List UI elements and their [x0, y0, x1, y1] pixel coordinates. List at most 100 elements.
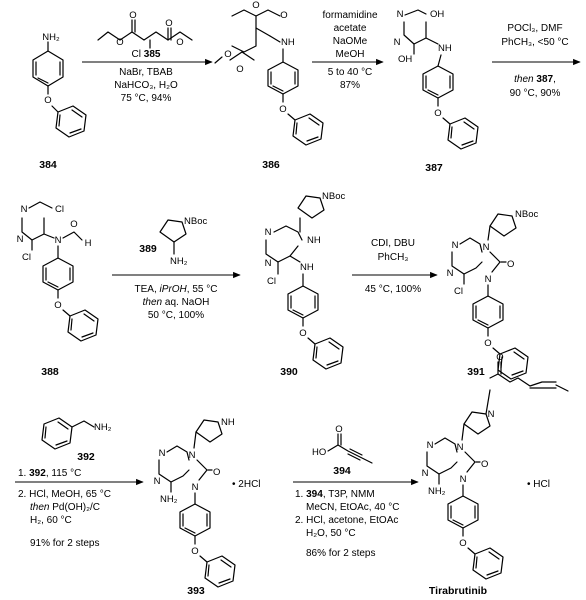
ring-n-label: N	[460, 474, 467, 485]
amine-label: NH₂	[160, 494, 178, 505]
step1-condition: 75 °C, 94%	[121, 93, 172, 104]
ring-n-label: N	[483, 242, 490, 253]
step3-condition: PhCH₃, <50 °C	[501, 37, 568, 48]
hydroxyl-label: HO	[312, 447, 326, 458]
ether-oxygen-label: O	[484, 338, 491, 349]
step2-condition: 87%	[340, 80, 360, 91]
step4-condition-then: then aq. NaOH	[143, 297, 210, 308]
ring-n-label: N	[192, 482, 199, 493]
compound-384-number: 384	[39, 159, 57, 171]
nh-label: NH	[281, 37, 295, 48]
amine-label: NH₂	[42, 32, 60, 43]
compound-390-number: 390	[280, 366, 298, 378]
step2-condition: MeOH	[336, 49, 365, 60]
carbonyl-o-label: O	[213, 467, 220, 478]
amine-label: NH₂	[428, 486, 446, 497]
ether-oxygen-label: O	[54, 300, 61, 311]
carbonyl-o-label: O	[280, 10, 287, 21]
formyl-o-label: O	[70, 219, 77, 230]
ester-o-label: O	[176, 37, 183, 48]
carbonyl-o-label: O	[335, 424, 342, 435]
ring-n-label: N	[457, 442, 464, 453]
step7-condition: MeCN, EtOAc, 40 °C	[306, 502, 399, 513]
step4-condition: 50 °C, 100%	[148, 310, 204, 321]
carbonyl-o-label: O	[481, 459, 488, 470]
tirabrutinib-structure: O N N N N O N NH₂ O	[422, 352, 569, 580]
compound-393-salt: • 2HCl	[232, 479, 261, 490]
compound-393-number: 393	[187, 585, 205, 597]
amine-label: NH₂	[170, 256, 188, 267]
ring-n-label: N	[21, 204, 28, 215]
compound-387-number: 387	[425, 162, 443, 174]
ring-n-label: N	[394, 37, 401, 48]
ether-oxygen-label: O	[44, 95, 51, 106]
ring-n-label: N	[447, 268, 454, 279]
ester-o-label: O	[252, 0, 259, 11]
reagent-392-structure: NH₂	[41, 417, 112, 450]
hydroxyl-label: OH	[430, 9, 444, 20]
ether-oxygen-label: O	[434, 108, 441, 119]
ring-n-label: N	[397, 9, 404, 20]
compound-391-structure: NBoc N N N O N Cl O	[447, 209, 538, 380]
compound-386-structure: O O O O NH O	[214, 0, 324, 146]
nh-label: NH	[221, 417, 235, 428]
step3-condition-then: then 387,	[514, 74, 556, 85]
carbonyl-o-label: O	[165, 18, 172, 29]
ether-oxygen-label: O	[191, 546, 198, 557]
compound-393-structure: NH N N N O N NH₂ O	[154, 417, 236, 588]
step1-condition: NaBr, TBAB	[119, 67, 173, 78]
ring-n-label: N	[265, 258, 272, 269]
chloro-label: Cl	[55, 204, 64, 215]
step5-condition: PhCH₃	[378, 252, 409, 263]
step6-condition: 2. HCl, MeOH, 65 °C	[18, 489, 111, 500]
formyl-h-label: H	[85, 238, 92, 249]
nboc-label: NBoc	[184, 216, 207, 227]
step7-condition: 1. 394, T3P, NMM	[295, 489, 375, 500]
ether-oxygen-label: O	[279, 104, 286, 115]
ring-n-label: N	[427, 440, 434, 451]
step7-condition: 2. HCl, acetone, EtOAc	[295, 515, 398, 526]
step5-condition: CDI, DBU	[371, 238, 415, 249]
step4-condition: TEA, iPrOH, 55 °C	[135, 284, 218, 295]
compound-388-structure: N Cl N N O H Cl O	[17, 201, 99, 342]
compound-387-structure: N OH N NH OH O	[394, 9, 479, 150]
step7-condition: H₂O, 50 °C	[306, 528, 356, 539]
compound-388-number: 388	[41, 366, 59, 378]
chloro-label: Cl	[22, 252, 31, 263]
amide-n-label: N	[55, 235, 62, 246]
nboc-label: NBoc	[515, 209, 538, 220]
step6-condition: 91% for 2 steps	[30, 538, 99, 549]
reagent-394-structure: O HO	[312, 424, 373, 464]
step3-condition: POCl₃, DMF	[507, 23, 562, 34]
reagent-389-structure: NBoc NH₂	[159, 216, 207, 267]
step3-condition: 90 °C, 90%	[510, 88, 561, 99]
ring-n-label: N	[265, 227, 272, 238]
hydroxyl-label: OH	[398, 54, 412, 65]
ester-o-label: O	[116, 37, 123, 48]
nh-label: NH	[307, 235, 321, 246]
compound-394-number: 394	[333, 465, 351, 477]
ester-o-label: O	[224, 49, 231, 60]
ether-oxygen-label: O	[299, 328, 306, 339]
compound-389-number: 389	[139, 243, 157, 255]
nh-label: NH	[438, 43, 452, 54]
amine-label: NH₂	[94, 422, 112, 433]
compound-386-number: 386	[262, 159, 280, 171]
step2-condition: formamidine	[322, 10, 377, 21]
compound-392-number: 392	[77, 451, 95, 463]
carbonyl-o-label: O	[507, 259, 514, 270]
carbonyl-o-label: O	[236, 64, 243, 75]
step1-condition-cl: Cl 385	[132, 49, 161, 60]
ring-n-label: N	[154, 476, 161, 487]
step6-condition: 1. 392, 115 °C	[18, 468, 81, 479]
tirabrutinib-label: Tirabrutinib	[429, 585, 487, 597]
carbonyl-o-label: O	[496, 352, 503, 363]
step5-condition: 45 °C, 100%	[365, 284, 421, 295]
carbonyl-o-label: O	[129, 10, 136, 21]
step6-condition-then: then Pd(OH)₂/C	[30, 502, 100, 513]
step2-condition: 5 to 40 °C	[328, 67, 373, 78]
chloro-label: Cl	[454, 286, 463, 297]
amide-n-label: N	[488, 409, 495, 420]
ring-n-label: N	[422, 468, 429, 479]
nh-label: NH	[300, 262, 314, 273]
